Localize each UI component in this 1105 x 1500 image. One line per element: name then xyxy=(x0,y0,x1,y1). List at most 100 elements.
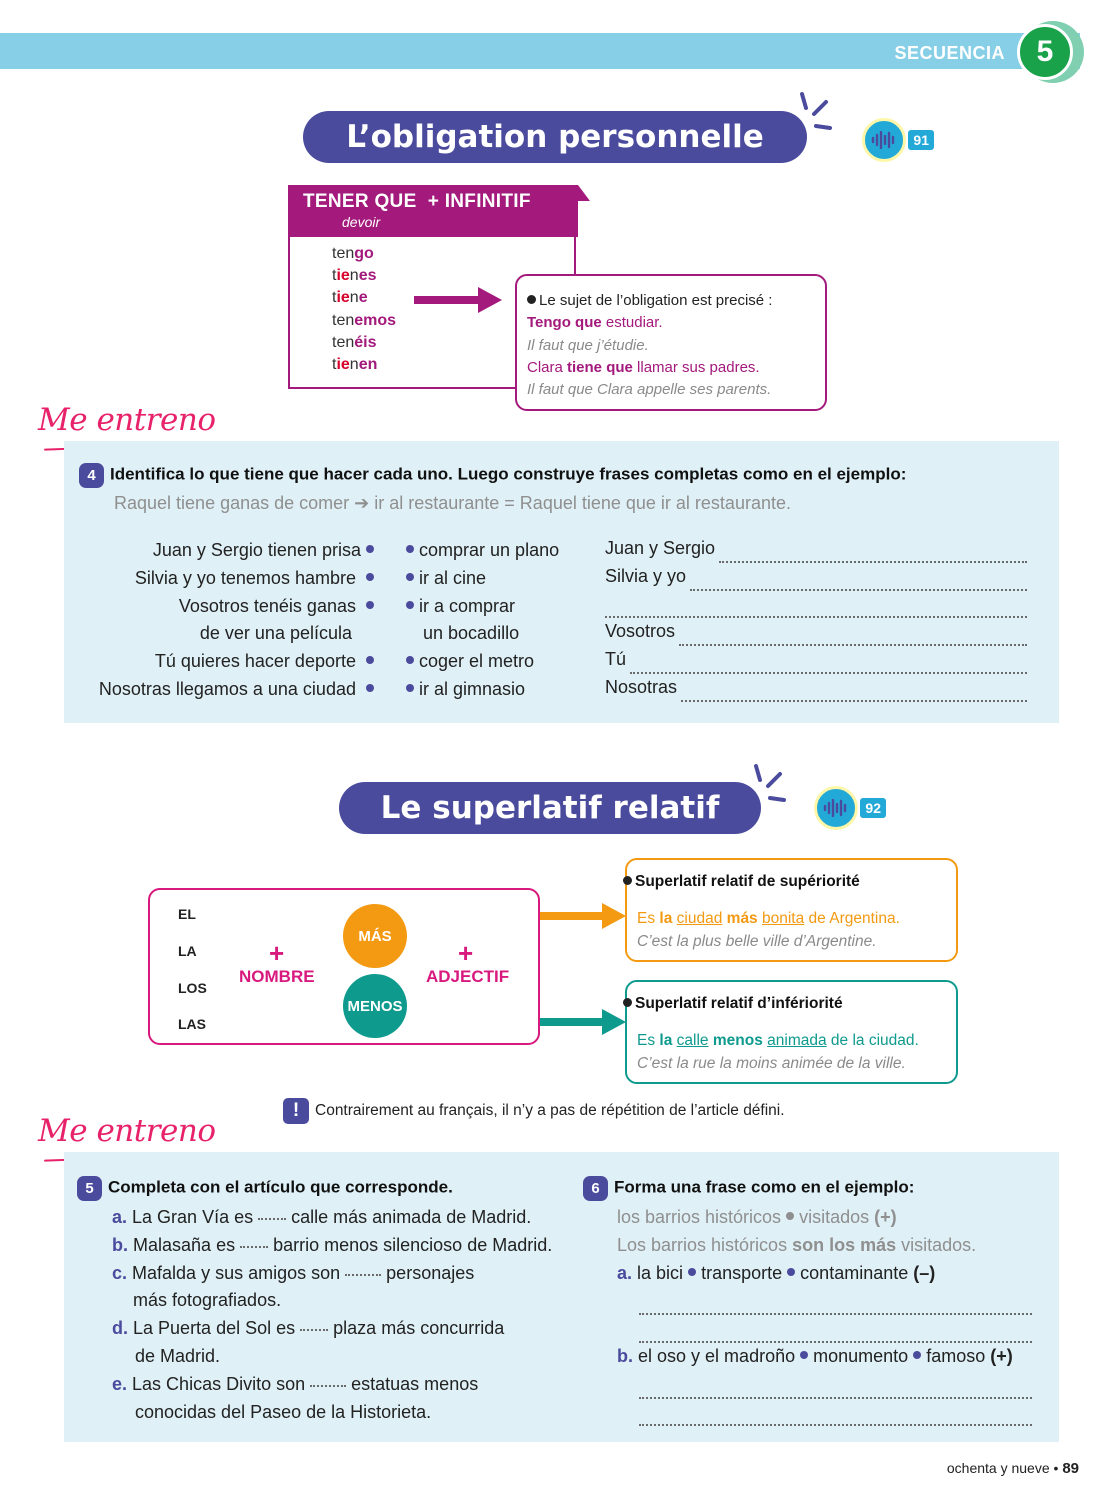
inferiority-translation: C’est la rue la moins animée de la ville… xyxy=(637,1055,906,1072)
list-item: de ver una película xyxy=(199,623,352,644)
bullet-dot xyxy=(623,876,632,885)
conjugation-nosotros: tenemos xyxy=(332,311,397,329)
list-item: d. La Puerta del Sol es plaza más concur… xyxy=(112,1318,505,1339)
list-item: c. Mafalda y sus amigos son personajes xyxy=(112,1262,475,1283)
match-right-column: comprar un plano ir al cine ir a comprar… xyxy=(406,537,559,704)
blank-field[interactable] xyxy=(240,1245,269,1248)
audio-track-91-button[interactable]: 91 xyxy=(862,118,934,164)
list-item-continuation: de Madrid. xyxy=(135,1345,221,1366)
list-item: ir al cine xyxy=(406,565,559,593)
match-dot[interactable] xyxy=(406,683,414,692)
answer-line[interactable] xyxy=(617,1315,1032,1343)
inferiority-heading: Superlatif relatif d’infériorité xyxy=(635,995,843,1012)
conjugation-el: tiene xyxy=(332,289,368,307)
exercise-6-items: los barrios históricos visitados (+) Los… xyxy=(617,1204,1032,1427)
answer-line[interactable]: Vosotros xyxy=(605,618,1027,647)
tener-que-translation: devoir xyxy=(342,214,381,230)
tener-que-header: TENER QUE + INFINITIF devoir xyxy=(288,185,590,237)
audio-wave-icon xyxy=(814,786,858,830)
list-item-continuation: más fotografiados. xyxy=(133,1290,282,1311)
list-item: Tú quieres hacer deporte xyxy=(64,648,374,676)
exercise-number: 6 xyxy=(583,1176,608,1201)
audio-track-92-button[interactable]: 92 xyxy=(814,786,886,832)
adjectif-label: ADJECTIF xyxy=(426,967,510,986)
article-las: LAS xyxy=(178,1016,206,1032)
inferiority-card: Superlatif relatif d’infériorité Es la c… xyxy=(623,980,958,1084)
exercise-number: 4 xyxy=(79,463,104,488)
conjugation-yo: tengo xyxy=(332,245,374,262)
sequence-label: SECUENCIA xyxy=(894,43,1005,63)
blank-field[interactable] xyxy=(258,1218,287,1220)
bullet-dot xyxy=(623,998,632,1007)
match-dot[interactable] xyxy=(366,600,374,609)
match-dot[interactable] xyxy=(406,545,414,553)
list-item: Nosotras llegamos a una ciudad xyxy=(64,676,374,704)
blank-field[interactable] xyxy=(310,1384,347,1387)
audio-track-number: 91 xyxy=(908,130,934,150)
exercise-instruction: Forma una frase como en el ejemplo: xyxy=(614,1177,915,1197)
section-title-superlatif: Le superlatif relatif xyxy=(339,782,761,834)
answer-line[interactable] xyxy=(617,1371,1032,1399)
exclamation-icon: ! xyxy=(283,1098,309,1124)
answer-line[interactable] xyxy=(617,1287,1032,1316)
audio-track-number: 92 xyxy=(860,798,886,818)
arrow-right-orange-icon xyxy=(540,903,626,929)
answer-line[interactable] xyxy=(617,1399,1032,1427)
arrow-right-icon xyxy=(414,287,502,313)
obligation-note: Le sujet de l’obligation est precisé : T… xyxy=(515,274,827,411)
conjugation-ellos: tienen xyxy=(332,356,378,374)
answer-line[interactable]: Nosotras xyxy=(605,674,1027,702)
answer-line[interactable]: Silvia y yo xyxy=(605,563,1027,591)
list-item: e. Las Chicas Divito son estatuas menos xyxy=(112,1373,479,1394)
sparkle-icon xyxy=(800,92,832,130)
exercise-instruction: Completa con el artículo que corresponde… xyxy=(108,1177,453,1197)
note-example-2: Clara tiene que llamar sus padres. xyxy=(527,358,760,376)
nombre-label: NOMBRE xyxy=(239,967,315,986)
list-item: ir a comprar xyxy=(406,593,559,621)
exercise-5-items: a. La Gran Vía es calle más animada de M… xyxy=(112,1204,552,1426)
superiority-translation: C’est la plus belle ville d’Argentine. xyxy=(637,933,877,950)
superiority-card: Superlatif relatif de supériorité Es la … xyxy=(623,858,958,962)
exercise-instruction: Identifica lo que tiene que hacer cada u… xyxy=(110,464,907,484)
list-item: b. Malasaña es barrio menos silencioso d… xyxy=(112,1234,553,1255)
answer-line[interactable]: Juan y Sergio xyxy=(605,535,1027,563)
match-dot[interactable] xyxy=(406,600,414,609)
list-item: Juan y Sergio tienen prisa xyxy=(64,537,374,565)
page-number-words: ochenta y nueve xyxy=(946,1460,1050,1476)
note-example-1: Tengo que estudiar. xyxy=(527,314,663,332)
exercise-number: 5 xyxy=(77,1176,102,1201)
answer-line[interactable] xyxy=(605,591,1027,619)
blank-field[interactable] xyxy=(345,1273,382,1276)
sparkle-icon xyxy=(754,764,786,802)
superlatif-formula-box: EL LA LOS LAS + NOMBRE MÁS MENOS + ADJEC… xyxy=(148,888,540,1045)
bullet-dot xyxy=(527,295,536,304)
arrow-right-teal-icon xyxy=(540,1009,626,1035)
note-example-2-translation: Il faut que Clara appelle ses parents. xyxy=(527,381,772,399)
page-number: 89 xyxy=(1062,1460,1079,1477)
match-dot[interactable] xyxy=(406,656,414,665)
match-dot[interactable] xyxy=(366,545,374,553)
article-los: LOS xyxy=(178,980,207,996)
match-left-column: Juan y Sergio tienen prisa Silvia y yo t… xyxy=(64,537,374,704)
answer-lines: Juan y Sergio Silvia y yo Vosotros Tú No… xyxy=(605,535,1027,702)
list-item: ir al gimnasio xyxy=(406,676,559,704)
me-entreno-heading: Me entreno xyxy=(38,1113,216,1149)
match-dot[interactable] xyxy=(366,572,374,581)
warning-note: Contrairement au français, il n’y a pas … xyxy=(315,1102,785,1119)
list-item: comprar un plano xyxy=(406,537,559,565)
list-item: b. el oso y el madroño monumento famoso … xyxy=(617,1345,1013,1366)
list-item: coger el metro xyxy=(406,648,559,676)
list-item: a. La Gran Vía es calle más animada de M… xyxy=(112,1207,532,1227)
match-dot[interactable] xyxy=(406,572,414,581)
list-item: un bocadillo xyxy=(423,623,520,644)
match-dot[interactable] xyxy=(366,683,374,692)
example-prompt: los barrios históricos visitados (+) xyxy=(617,1207,897,1227)
sequence-number-badge: 5 xyxy=(1017,24,1073,80)
superiority-example: Es la ciudad más bonita de Argentina. xyxy=(637,910,900,927)
blank-field[interactable] xyxy=(300,1329,329,1332)
list-item-continuation: conocidas del Paseo de la Historieta. xyxy=(135,1401,432,1422)
article-la: LA xyxy=(178,943,197,959)
match-dot[interactable] xyxy=(366,656,374,665)
audio-wave-icon xyxy=(862,118,906,162)
answer-line[interactable]: Tú xyxy=(605,646,1027,674)
